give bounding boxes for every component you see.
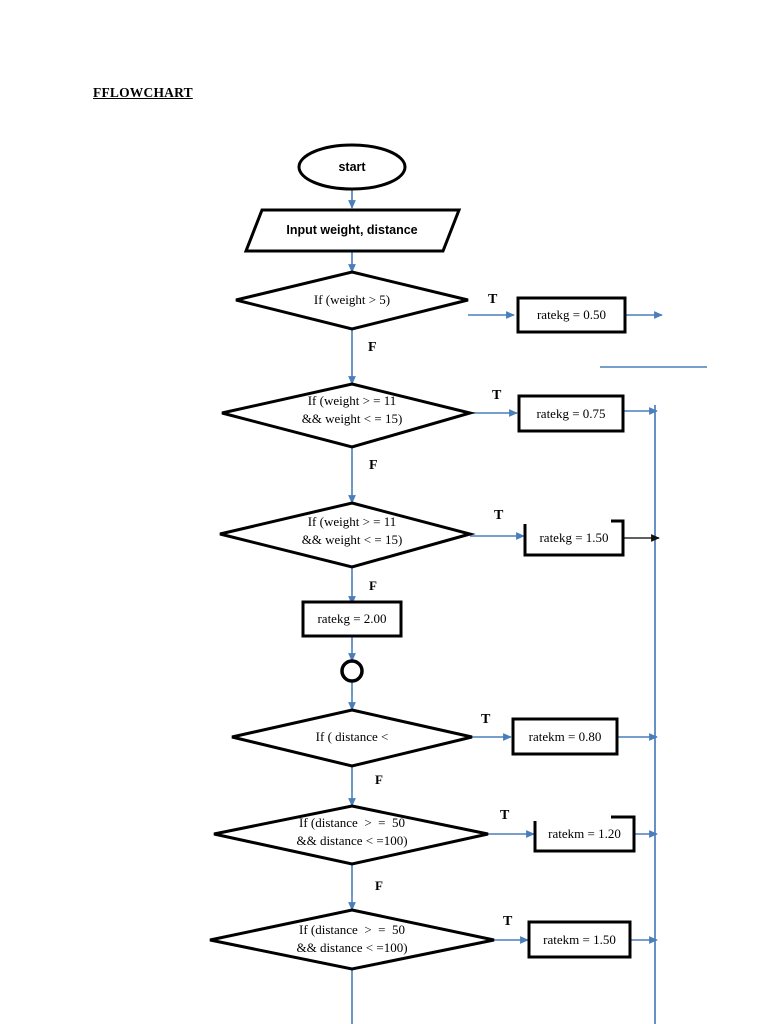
connector-lines (348, 188, 707, 1024)
occlusion-band-ratekm-120 (527, 800, 611, 821)
node-decision-distance-lt (231, 708, 473, 768)
node-input (243, 208, 462, 253)
node-decision-weight-11-15-a-line2: && weight < = 15) (301, 411, 403, 426)
node-decision-weight-gt-5 (235, 270, 469, 331)
node-decision-distance-50-100-a-line1: If (distance > = 50 (299, 815, 405, 830)
node-decision-distance-50-100-a-line2: && distance < =100) (296, 833, 408, 848)
occlusion-band-ratekg-150 (515, 502, 611, 524)
node-start-label: start (338, 160, 366, 174)
branch-label-false-5: F (375, 878, 383, 893)
branch-label-false-3: F (369, 578, 377, 593)
node-decision-weight-11-15-b-line2: && weight < = 15) (301, 532, 403, 547)
node-process-ratekg-200-label: ratekg = 2.00 (317, 611, 387, 626)
branch-label-true-3: T (494, 508, 504, 523)
node-process-ratekm-150-label: ratekm = 1.50 (543, 932, 616, 947)
node-process-ratekg-150-label: ratekg = 1.50 (539, 530, 609, 545)
branch-label-false-4: F (375, 772, 383, 787)
node-decision-weight-11-15-b-line1: If (weight > = 11 (307, 514, 397, 529)
node-decision-weight-11-15-a (221, 382, 476, 449)
node-process-ratekg-075 (517, 394, 625, 433)
node-decision-distance-lt-label: If ( distance < (315, 729, 389, 744)
page-title: FFLOWCHART (93, 85, 193, 100)
branch-label-false-2: F (369, 458, 378, 473)
node-process-ratekm-120 (533, 815, 636, 853)
node-start (297, 143, 407, 191)
node-decision-weight-11-15-a-line1: If (weight > = 11 (307, 393, 397, 408)
node-decision-distance-50-100-b-line1: If (distance > = 50 (299, 922, 405, 937)
branch-label-true-1: T (488, 292, 498, 307)
node-decision-distance-50-100-b-line2: && distance < =100) (296, 940, 408, 955)
node-process-ratekm-080-label: ratekm = 0.80 (528, 729, 602, 744)
branch-label-true-6: T (503, 914, 513, 929)
node-process-ratekm-150 (527, 920, 632, 959)
branch-label-false-1: F (368, 340, 377, 355)
branch-label-true-5: T (500, 808, 510, 823)
node-decision-weight-11-15-b (219, 501, 476, 569)
branch-label-true-2: T (492, 388, 502, 403)
branch-label-true-4: T (481, 712, 491, 727)
node-input-label: Input weight, distance (286, 223, 418, 237)
node-connector-circle (340, 659, 364, 683)
node-process-ratekm-080 (511, 717, 619, 756)
node-decision-distance-50-100-b (209, 908, 495, 971)
node-process-ratekg-050-label: ratekg = 0.50 (536, 307, 607, 322)
node-process-ratekg-075-label: ratekg = 0.75 (536, 406, 606, 421)
node-decision-weight-gt-5-label: If (weight > 5) (313, 292, 391, 307)
node-decision-distance-50-100-a (213, 804, 489, 866)
node-process-ratekg-200 (301, 600, 403, 638)
node-process-ratekg-150 (523, 519, 625, 557)
node-process-ratekm-120-label: ratekm = 1.20 (548, 826, 621, 841)
node-process-ratekg-050 (516, 296, 627, 334)
